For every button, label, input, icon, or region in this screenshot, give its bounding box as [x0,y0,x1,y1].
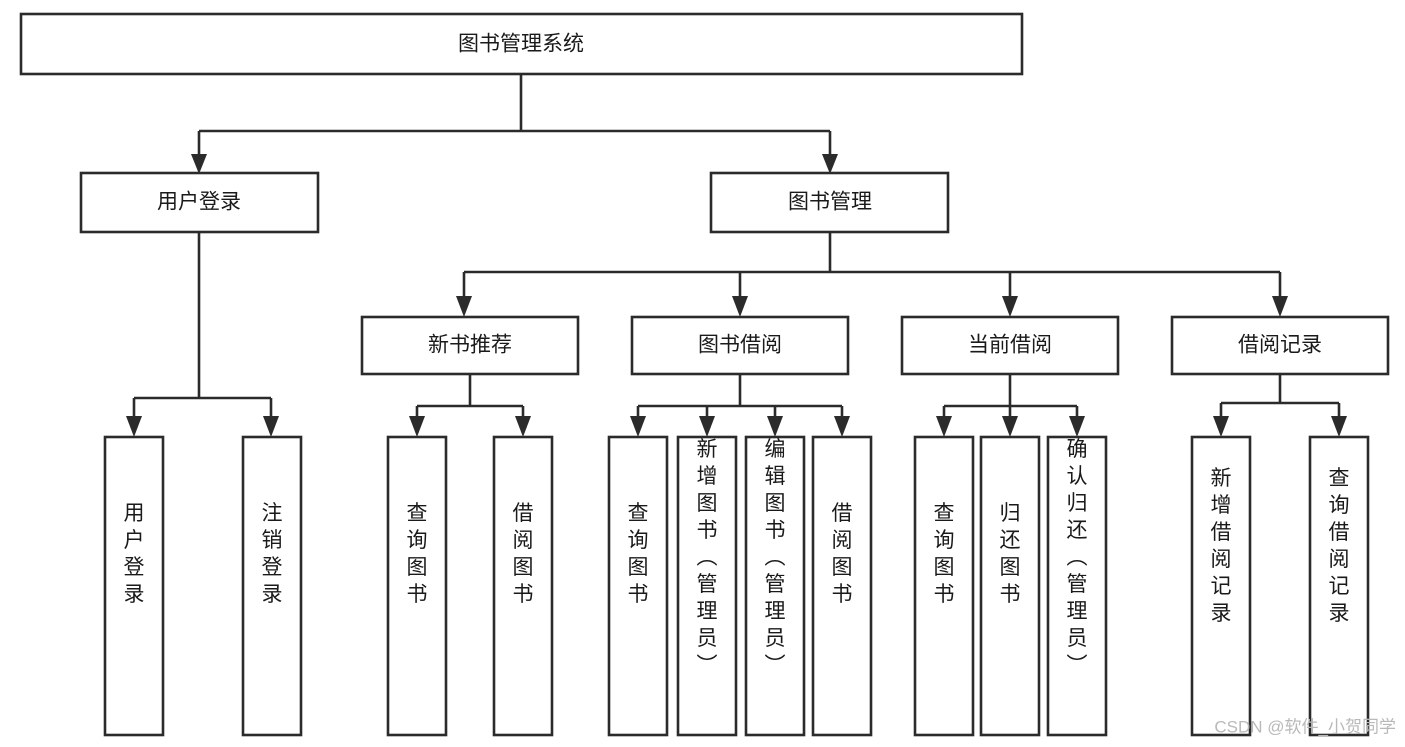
arrow-head-leaf-add-record [1213,416,1229,437]
node-leaf-add-record-box[interactable] [1190,435,1252,737]
node-leaf-query-book-1-box[interactable] [386,435,448,737]
arrow-head-leaf-query-book-2 [630,416,646,437]
node-user-login-label: 用户登录 [157,191,241,214]
node-leaf-query-book-3-box[interactable] [913,435,975,737]
node-leaf-logout-label: 注销登录 [262,502,283,606]
node-leaf-query-book-1-label: 查询图书 [407,502,428,606]
arrow-head-book-management [822,154,838,174]
node-leaf-user-login-label: 用户登录 [124,502,145,606]
node-current-borrow-box[interactable] [900,315,1120,376]
node-leaf-confirm-return[interactable]: 确认归还︵管理员︶ [1046,435,1108,737]
node-leaf-borrow-book-2-box[interactable] [811,435,873,737]
connector-group-current-borrow-children [936,374,1085,437]
arrow-head-new-book-recommend [456,296,472,317]
node-book-borrow-box[interactable] [630,315,850,376]
node-leaf-add-book-box[interactable] [676,435,738,737]
arrow-head-leaf-query-book-3 [936,416,952,437]
csdn-watermark: CSDN @软件_小贺同学 [1214,717,1396,736]
node-leaf-borrow-book-1-box[interactable] [492,435,554,737]
node-leaf-query-record-box[interactable] [1308,435,1370,737]
arrow-head-leaf-borrow-book-2 [834,416,850,437]
arrow-head-user-login [191,154,207,174]
node-book-borrow[interactable]: 图书借阅 [630,315,850,376]
node-leaf-edit-book-box[interactable] [744,435,806,737]
node-leaf-edit-book-label: 编辑图书︵管理员︶ [765,438,786,677]
connector-group-borrow-record-children [1213,374,1347,437]
arrow-head-leaf-add-book [699,416,715,437]
node-root-label: 图书管理系统 [458,33,584,56]
node-leaf-query-book-2[interactable]: 查询图书 [607,435,669,737]
node-leaf-query-book-2-box[interactable] [607,435,669,737]
node-book-management-box[interactable] [709,171,950,234]
node-new-book-recommend[interactable]: 新书推荐 [360,315,580,376]
node-borrow-record-label: 借阅记录 [1238,334,1322,357]
node-book-management[interactable]: 图书管理 [709,171,950,234]
node-root-box[interactable] [19,12,1024,76]
node-current-borrow-label: 当前借阅 [968,334,1052,357]
node-leaf-query-record-label: 查询借阅记录 [1329,467,1350,625]
arrow-head-book-borrow [732,296,748,317]
node-leaf-user-login-box[interactable] [103,435,165,737]
node-leaf-return-book-box[interactable] [979,435,1041,737]
node-leaf-query-record[interactable]: 查询借阅记录 [1308,435,1370,737]
node-leaf-query-book-3[interactable]: 查询图书 [913,435,975,737]
node-borrow-record[interactable]: 借阅记录 [1170,315,1390,376]
connector-group-new-book-recommend-children [409,374,531,437]
connector-group-root-to-level1 [191,75,838,174]
arrow-head-leaf-user-login [126,416,142,437]
node-leaf-add-record-label: 新增借阅记录 [1211,467,1232,625]
connector-group-book-management-to-level2 [456,232,1288,317]
node-leaf-query-book-1[interactable]: 查询图书 [386,435,448,737]
node-leaf-borrow-book-1-label: 借阅图书 [513,502,534,606]
node-leaf-confirm-return-box[interactable] [1046,435,1108,737]
node-current-borrow[interactable]: 当前借阅 [900,315,1120,376]
node-leaf-return-book-label: 归还图书 [1000,502,1021,606]
node-leaf-add-book[interactable]: 新增图书︵管理员︶ [676,435,738,737]
node-leaf-edit-book[interactable]: 编辑图书︵管理员︶ [744,435,806,737]
node-user-login[interactable]: 用户登录 [79,171,320,234]
node-leaf-confirm-return-label: 确认归还︵管理员︶ [1067,438,1088,677]
node-book-management-label: 图书管理 [788,191,872,214]
node-book-borrow-label: 图书借阅 [698,334,782,357]
node-leaf-borrow-book-1[interactable]: 借阅图书 [492,435,554,737]
node-leaf-borrow-book-2-label: 借阅图书 [832,502,853,606]
node-leaf-user-login[interactable]: 用户登录 [103,435,165,737]
node-leaf-return-book[interactable]: 归还图书 [979,435,1041,737]
node-new-book-recommend-label: 新书推荐 [428,334,512,357]
node-leaf-add-record[interactable]: 新增借阅记录 [1190,435,1252,737]
arrow-head-leaf-logout [263,416,279,437]
node-root[interactable]: 图书管理系统 [19,12,1024,76]
node-leaf-logout[interactable]: 注销登录 [241,435,303,737]
arrow-head-leaf-edit-book [767,416,783,437]
node-leaf-add-book-label: 新增图书︵管理员︶ [697,438,718,677]
node-borrow-record-box[interactable] [1170,315,1390,376]
arrow-head-leaf-query-book-1 [409,416,425,437]
node-user-login-box[interactable] [79,171,320,234]
node-leaf-query-book-3-label: 查询图书 [934,502,955,606]
arrow-head-leaf-return-book [1002,416,1018,437]
node-leaf-query-book-2-label: 查询图书 [628,502,649,606]
connector-group-book-borrow-children [630,374,850,437]
connector-group-user-login-children [126,232,279,437]
arrow-head-current-borrow [1002,296,1018,317]
arrow-head-leaf-borrow-book-1 [515,416,531,437]
node-leaf-logout-box[interactable] [241,435,303,737]
arrow-head-leaf-confirm-return [1069,416,1085,437]
node-leaf-borrow-book-2[interactable]: 借阅图书 [811,435,873,737]
arrow-head-leaf-query-record [1331,416,1347,437]
node-new-book-recommend-box[interactable] [360,315,580,376]
arrow-head-borrow-record [1272,296,1288,317]
